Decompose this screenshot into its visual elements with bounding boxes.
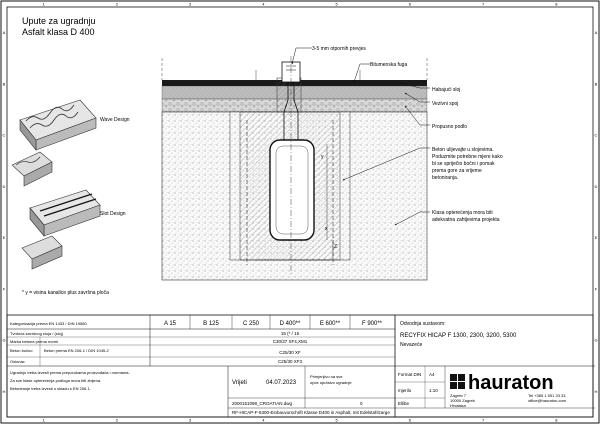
grid-column-label: 4 xyxy=(262,2,265,7)
concrete-note: Beton ulijevajte u slojevima. Poduzmite … xyxy=(432,147,504,181)
class-f900: F 900** xyxy=(362,321,383,327)
note-2: Za sve klase opterećenja podloga mora bi… xyxy=(10,378,101,383)
remarks-label: Primjenjivo na sve xyxy=(310,374,343,379)
grid-row-label: B xyxy=(595,81,598,86)
table-row-4-label: Oslonac xyxy=(10,359,25,364)
table-row-header: Kategorizacija prema EN 1433 / DIN 19580 xyxy=(10,321,87,326)
class-c250: C 250 xyxy=(243,321,260,327)
table-row-1-label: Tvrdoća završnog sloja / (sloj) xyxy=(10,331,64,336)
expansion-gap-label: 3-5 mm otpornih prevjes xyxy=(312,46,366,52)
table-row-3-desc: Beton prema EN 206-1 / DIN 1045-2 xyxy=(44,348,109,353)
title-line-2: Asfalt klasa D 400 xyxy=(22,27,95,37)
dimension-y-label: y xyxy=(321,154,324,160)
grid-column-label: 8 xyxy=(555,418,558,423)
grid-row-label: A xyxy=(595,30,598,35)
title-block-frame xyxy=(6,314,595,418)
bitumen-joint-label: Bitumenska fuga xyxy=(370,62,407,68)
grid-column-label: 3 xyxy=(189,418,192,423)
grid-column-label: 8 xyxy=(555,2,558,7)
grid-column-label: 1 xyxy=(43,2,46,7)
slot-design-view xyxy=(21,189,101,270)
file-name: 2000151098_CROATIAN.dwg xyxy=(232,401,292,406)
class-e600: E 600** xyxy=(320,321,341,327)
binder-course-label: Vezivni spoj xyxy=(432,101,458,107)
table-row-3-label: Beton bočno xyxy=(10,348,33,353)
scale-value: 1:10 xyxy=(429,388,438,393)
grid-column-label: 6 xyxy=(409,2,412,7)
revision: 0 xyxy=(360,401,363,406)
grid-column-label: 3 xyxy=(189,2,192,7)
grid-row-label: D xyxy=(3,184,6,189)
base-course-label: Propusno podlo xyxy=(432,124,467,130)
table-row-2-label: Marka betona prema normi xyxy=(10,339,58,344)
grid-row-label: C xyxy=(595,133,598,138)
hauraton-logo-icon xyxy=(450,374,465,389)
class-a15: A 15 xyxy=(164,321,177,327)
order-variant: Nevazeće xyxy=(400,342,422,348)
grid-row-label: H xyxy=(3,389,6,394)
grid-column-label: 2 xyxy=(116,418,119,423)
wave-design-view xyxy=(11,99,97,187)
grid-row-label: B xyxy=(3,81,6,86)
grid-row-label: G xyxy=(594,338,597,343)
format-label: Format DIN xyxy=(398,372,421,377)
note-3: Betoniranje treba izvesti u skladu s EN … xyxy=(10,386,91,391)
dimension-z-label: Z xyxy=(334,244,337,250)
grid-column-label: 5 xyxy=(336,2,339,7)
email: office@hauraton.com xyxy=(528,398,567,403)
cross-section xyxy=(161,56,428,281)
grid-column-label: 1 xyxy=(43,418,46,423)
grid-column-label: 5 xyxy=(336,418,339,423)
grid-row-label: E xyxy=(3,235,6,240)
grid-column-label: 6 xyxy=(409,418,412,423)
grid-column-label: 7 xyxy=(482,2,485,7)
slot-design-label: Slot Design xyxy=(100,211,126,217)
grid-row-label: D xyxy=(595,184,598,189)
load-class-note: Klasa opterećenja mora biti adekvatna za… xyxy=(432,210,500,223)
document-title: RF-HICAP-F-5300-Einbauvorschrift Klasse … xyxy=(232,410,390,415)
surface-layer-label: Habajući sloj xyxy=(432,87,460,93)
address-line-1: Zagreb 7 xyxy=(450,393,467,398)
footnote: * y = visina kanalice plus završna ploča xyxy=(22,290,109,296)
class-d400: D 400** xyxy=(280,321,301,327)
table-row-4-value: C25/30 XF3 xyxy=(278,359,303,364)
scale-label: mjerilo xyxy=(398,388,412,393)
grid-row-label: F xyxy=(595,286,598,291)
grid-row-label: E xyxy=(595,235,598,240)
phone: Tel +385 1 551 33 33 xyxy=(528,393,566,398)
grid-column-label: 2 xyxy=(116,2,119,7)
order-products: RECYFIX HICAP F 1300, 2300, 3200, 5300 xyxy=(400,333,517,339)
grid-column-label: 4 xyxy=(262,418,265,423)
address-line-3: Hrvatska xyxy=(450,403,467,408)
drawing-date: 04.07.2023 xyxy=(266,380,297,386)
format-value: A4 xyxy=(429,372,435,377)
grid-row-label: A xyxy=(3,30,6,35)
class-b125: B 125 xyxy=(203,321,219,327)
table-row-1-value: 15 (* / 15 xyxy=(281,331,300,336)
grid-row-label: F xyxy=(3,286,6,291)
grid-row-label: C xyxy=(3,133,6,138)
leader-lines xyxy=(291,47,430,226)
table-row-2-value: C30/37 XF4,XM1 xyxy=(273,339,308,344)
sheet-label: Ellibe xyxy=(398,401,410,406)
address-line-2: 10000 Zagreb xyxy=(450,398,476,403)
dimension-x-label: x xyxy=(325,226,328,232)
grid-row-label: H xyxy=(595,389,598,394)
title-line-1: Upute za ugradnju xyxy=(22,16,96,26)
note-1: Ugradnju treba izvesti prema preporukama… xyxy=(10,370,130,375)
brand-name: hauraton xyxy=(468,372,554,394)
grid-row-label: G xyxy=(2,338,5,343)
drawn-label: Vrijeti xyxy=(232,380,247,386)
table-row-3-value: C25/30 XF xyxy=(279,350,301,355)
wave-design-label: Wave Design xyxy=(100,117,130,123)
grid-column-label: 7 xyxy=(482,418,485,423)
remarks-value: opće uputstvo ugradnje xyxy=(310,380,352,385)
order-heading: Odvodnja sustavom: xyxy=(400,321,446,327)
